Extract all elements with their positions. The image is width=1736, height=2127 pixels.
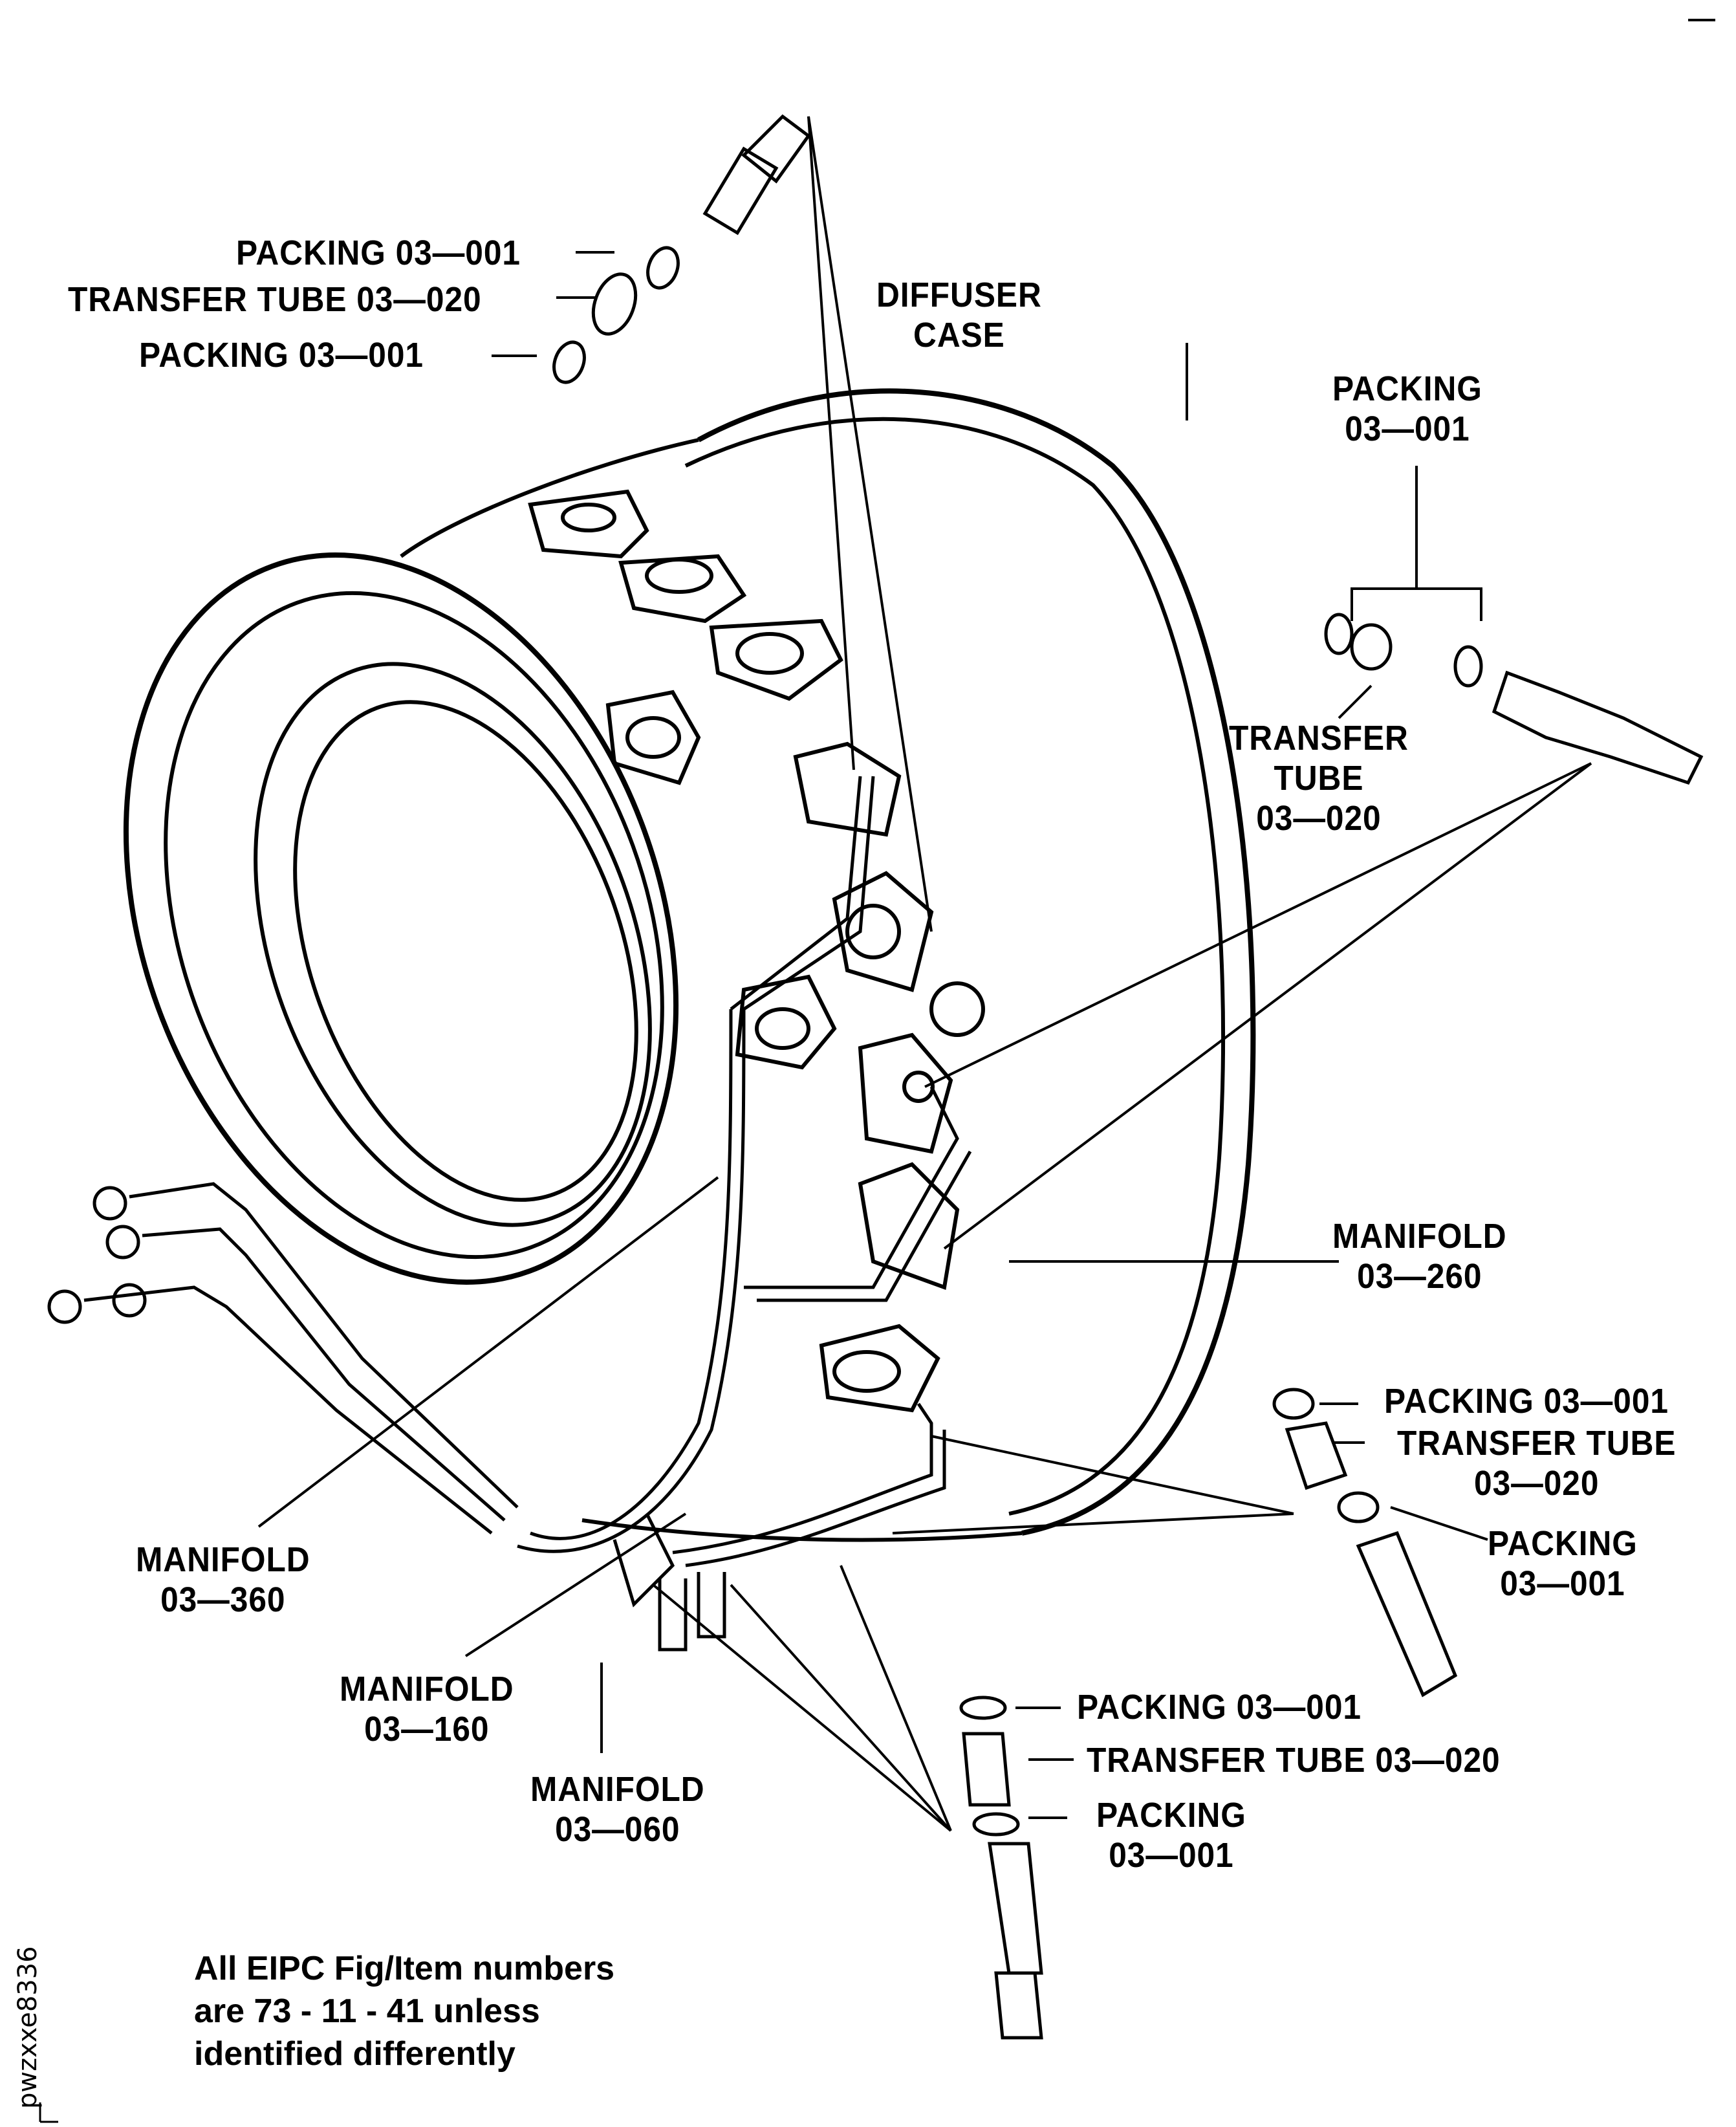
label-diffuser-case-line1: DIFFUSER	[876, 276, 1042, 314]
label-packing-top-1: PACKING 03—001	[236, 234, 521, 272]
eipc-note-line1: All EIPC Fig/Item numbers	[194, 1950, 615, 1987]
eipc-note-line3: identified differently	[194, 2035, 515, 2073]
label-packing-mid-2: PACKING 03—001	[1488, 1523, 1638, 1604]
label-manifold-160: MANIFOLD 03—160	[340, 1669, 514, 1749]
label-packing-right-line2: 03—001	[1345, 409, 1470, 448]
diffuser-case-body	[123, 388, 1256, 1542]
label-packing-top-2: PACKING 03—001	[139, 336, 424, 375]
label-transfer-tube-right-line2: TUBE	[1274, 759, 1364, 798]
label-transfer-tube-mid: TRANSFER TUBE 03—020	[1397, 1423, 1676, 1503]
label-packing-bot-1: PACKING 03—001	[1077, 1688, 1362, 1727]
label-manifold-060-line1: MANIFOLD	[530, 1770, 705, 1809]
label-manifold-160-line2: 03—160	[364, 1710, 490, 1749]
exploded-fitting-right	[1324, 613, 1704, 785]
label-transfer-tube-right-line1: TRANSFER	[1229, 719, 1409, 758]
manifold-tubes	[47, 776, 972, 1652]
label-packing-bot-2: PACKING 03—001	[1096, 1795, 1246, 1875]
label-transfer-tube-mid-line1: TRANSFER TUBE	[1397, 1424, 1676, 1463]
figure-id: pwzxxe8336	[13, 1946, 43, 2109]
label-manifold-360-line1: MANIFOLD	[136, 1540, 310, 1579]
label-transfer-tube-mid-line2: 03—020	[1474, 1464, 1600, 1503]
label-transfer-tube-bot: TRANSFER TUBE 03—020	[1087, 1741, 1501, 1780]
label-manifold-360: MANIFOLD 03—360	[136, 1540, 310, 1620]
label-transfer-tube-right: TRANSFER TUBE 03—020	[1229, 718, 1409, 838]
eipc-note-line2: are 73 - 11 - 41 unless	[194, 1992, 540, 2030]
label-packing-mid-2-line2: 03—001	[1500, 1564, 1625, 1603]
label-packing-mid-1: PACKING 03—001	[1384, 1382, 1669, 1421]
label-manifold-160-line1: MANIFOLD	[340, 1670, 514, 1708]
leader-lines	[257, 116, 1592, 1832]
label-packing-bot-2-line2: 03—001	[1109, 1836, 1234, 1875]
label-packing-bot-2-line1: PACKING	[1096, 1796, 1246, 1835]
label-transfer-tube-top: TRANSFER TUBE 03—020	[68, 280, 482, 319]
label-packing-right: PACKING 03—001	[1332, 369, 1482, 449]
label-manifold-060-line2: 03—060	[555, 1810, 680, 1849]
label-manifold-260: MANIFOLD 03—260	[1332, 1216, 1507, 1296]
label-manifold-360-line2: 03—360	[160, 1580, 286, 1619]
label-manifold-260-line1: MANIFOLD	[1332, 1217, 1507, 1256]
eipc-note: All EIPC Fig/Item numbers are 73 - 11 - …	[194, 1947, 614, 2075]
label-diffuser-case-line2: CASE	[913, 316, 1005, 354]
label-diffuser-case: DIFFUSER CASE	[876, 275, 1042, 355]
label-packing-right-line1: PACKING	[1332, 369, 1482, 408]
exploded-fitting-mid	[1272, 1388, 1458, 1697]
exploded-fitting-bottom	[959, 1696, 1043, 2040]
label-transfer-tube-right-line3: 03—020	[1256, 799, 1382, 838]
label-manifold-060: MANIFOLD 03—060	[530, 1769, 705, 1849]
exploded-fitting-top	[552, 114, 811, 384]
label-packing-mid-2-line1: PACKING	[1488, 1524, 1638, 1563]
label-manifold-260-line2: 03—260	[1357, 1257, 1482, 1296]
